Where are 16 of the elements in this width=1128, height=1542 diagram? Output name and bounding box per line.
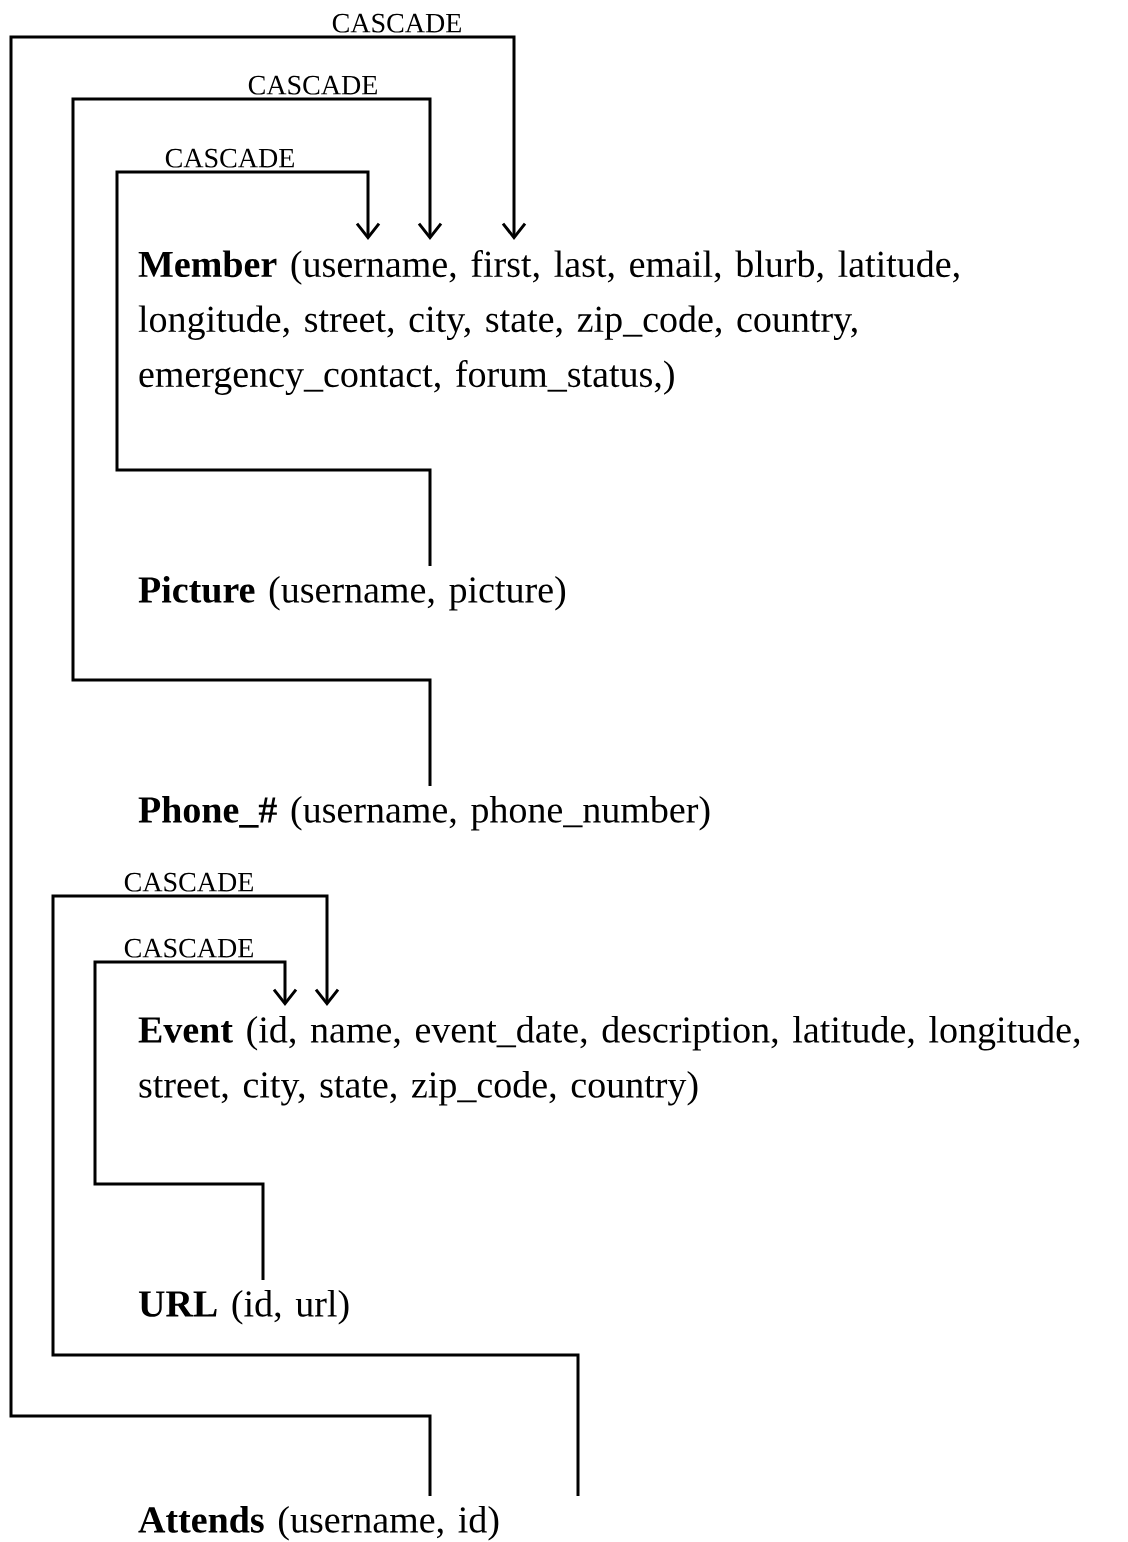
- relation-schema: Attends (username, id): [138, 1506, 499, 1541]
- edge-label: CASCADE: [329, 11, 465, 35]
- relation-schema: Picture (username, picture): [138, 576, 566, 611]
- relation-schema: Event (id, name, event_date, description, latitude, longitude, street, city, state, zip_code, country): [138, 1016, 1080, 1106]
- relation-schema: Member (username, first, last, email, blurb, latitude, longitude, street, city, state, zip_code, country, emergency_contact, forum_status,): [138, 250, 959, 395]
- edge-label: CASCADE: [121, 870, 257, 894]
- edge-label: CASCADE: [121, 936, 257, 960]
- arrow: [51, 894, 580, 1496]
- edge-label: CASCADE: [245, 73, 381, 97]
- relation-schema: Phone_# (username, phone_number): [138, 796, 710, 831]
- arrow: [9, 35, 527, 1496]
- arrow: [93, 960, 298, 1280]
- relation-schema: URL (id, url): [138, 1290, 349, 1325]
- arrow: [115, 170, 432, 566]
- edge-label: CASCADE: [162, 146, 298, 170]
- arrow: [71, 97, 443, 786]
